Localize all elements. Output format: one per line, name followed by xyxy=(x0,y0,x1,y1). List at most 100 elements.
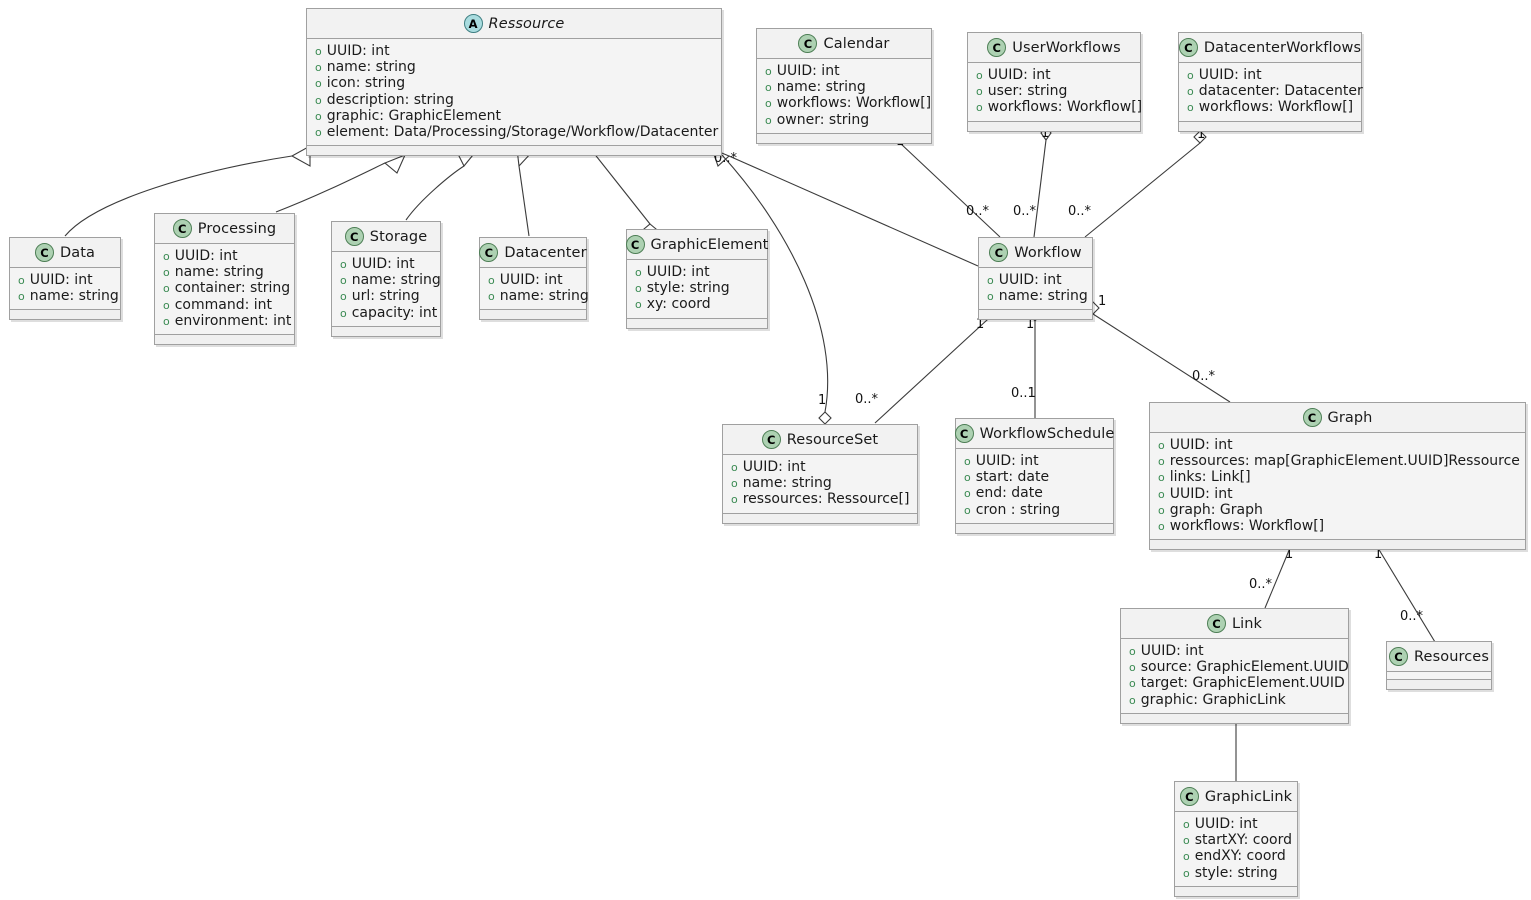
visibility-icon: o xyxy=(964,455,971,468)
visibility-icon: o xyxy=(1158,520,1165,534)
visibility-icon: o xyxy=(1183,818,1190,831)
visibility-icon: o xyxy=(635,282,642,296)
attribute-text: capacity: int xyxy=(351,304,438,321)
attribute-text: name: string xyxy=(326,59,416,76)
visibility-icon: o xyxy=(1129,693,1136,707)
attribute-text: graph: Graph xyxy=(1169,501,1263,518)
attribute-row: o workflows: Workflow[] xyxy=(1187,99,1353,115)
attribute-text: name: string xyxy=(776,79,866,96)
multiplicity-label: 0..* xyxy=(966,204,990,219)
class-icon: C xyxy=(761,430,781,449)
visibility-icon: o xyxy=(976,101,983,115)
visibility-icon: o xyxy=(1158,439,1165,452)
visibility-icon: o xyxy=(635,266,642,279)
class-icon: C xyxy=(1206,614,1226,633)
attribute-text: UUID: int xyxy=(975,453,1039,469)
edge-userworkflows-to-workflow xyxy=(1033,125,1052,238)
class-methods-ressource xyxy=(307,145,721,156)
visibility-icon: o xyxy=(1187,101,1194,115)
attribute-text: workflows: Workflow[] xyxy=(776,95,932,112)
class-methods-workflowschedule xyxy=(956,522,1113,533)
class-methods-data xyxy=(10,309,120,320)
attribute-row: o element: Data/Processing/Storage/Workfl… xyxy=(315,124,718,140)
attribute-text: element: Data/Processing/Storage/Workflo… xyxy=(326,124,719,141)
visibility-icon: o xyxy=(964,471,971,485)
class-name-processing: Processing xyxy=(197,220,277,237)
visibility-icon: o xyxy=(340,290,347,304)
class-methods-storage xyxy=(332,325,440,336)
attribute-text: source: GraphicElement.UUID xyxy=(1140,659,1349,676)
multiplicity-label: 1 xyxy=(818,393,826,408)
attribute-text: name: string xyxy=(998,288,1088,305)
class-icon: C xyxy=(1302,408,1322,427)
class-icon: C xyxy=(479,243,499,262)
visibility-icon: o xyxy=(731,477,738,491)
visibility-icon: o xyxy=(1158,455,1165,469)
class-name-calendar: Calendar xyxy=(823,35,890,52)
attribute-text: ressources: map[GraphicElement.UUID]Ress… xyxy=(1169,453,1520,470)
visibility-icon: o xyxy=(340,306,347,320)
visibility-icon: o xyxy=(315,109,322,123)
edge-calendar-to-workflow xyxy=(893,130,1001,238)
class-attributes-resources xyxy=(1387,671,1491,679)
attribute-text: workflows: Workflow[] xyxy=(1198,99,1354,116)
class-icon: C xyxy=(987,38,1007,57)
abstract-class-icon: A xyxy=(463,14,483,33)
visibility-icon: o xyxy=(1129,661,1136,675)
attribute-text: name: string xyxy=(742,475,832,492)
attribute-row: o source: GraphicElement.UUID xyxy=(1129,659,1349,675)
visibility-icon: o xyxy=(315,126,322,140)
visibility-icon: o xyxy=(964,503,971,517)
attribute-text: UUID: int xyxy=(1169,485,1233,502)
edge-storage-to-ressource xyxy=(405,149,479,221)
class-methods-graphiclink xyxy=(1175,885,1297,896)
attribute-text: links: Link[] xyxy=(1169,469,1251,486)
attribute-text: name: string xyxy=(29,288,119,305)
visibility-icon: o xyxy=(163,250,170,263)
class-methods-graphicelement xyxy=(627,317,767,328)
class-icon: C xyxy=(1178,38,1198,57)
class-name-resources: Resources xyxy=(1414,648,1489,665)
